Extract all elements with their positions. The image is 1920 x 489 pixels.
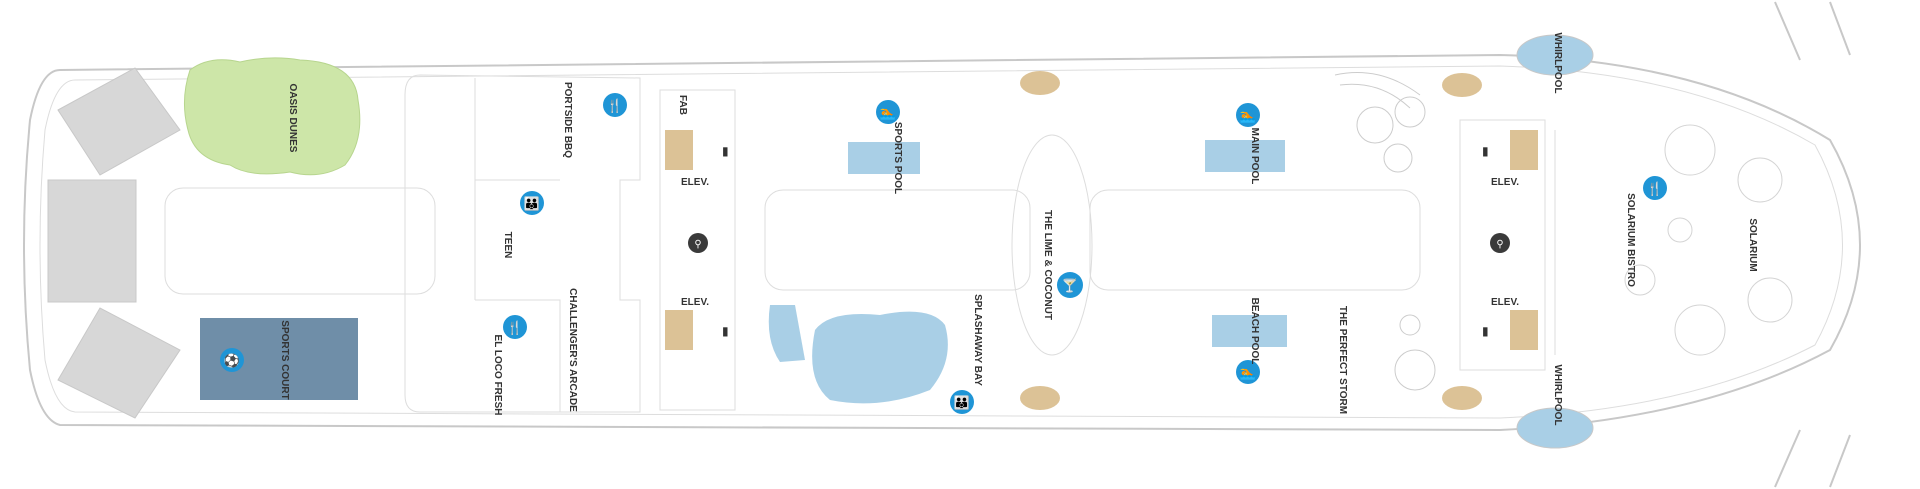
portside-bbq-dining-icon (603, 93, 627, 117)
sports-pool-label: SPORTS POOL (892, 122, 903, 194)
sports-icon (220, 348, 244, 372)
elev-label-fwd-top: ELEV. (1491, 177, 1519, 188)
stern-deck-block-bottom (57, 307, 181, 419)
splashaway-bay-pool (812, 311, 948, 404)
main-pool-label: MAIN POOL (1249, 128, 1260, 185)
aft-core (659, 89, 736, 411)
elev-label-aft-top: ELEV. (681, 177, 709, 188)
svg-text:🍸: 🍸 (1062, 277, 1078, 293)
lime-coconut-bar-icon (1057, 272, 1083, 298)
stern-deck-block-top (57, 67, 181, 176)
whirlpool-top (1516, 34, 1594, 76)
svg-text:⚲: ⚲ (694, 239, 701, 250)
splashaway-bay-family-icon (950, 390, 974, 414)
perfect-storm-slides (1334, 72, 1436, 391)
solarium-seating (1624, 124, 1793, 356)
svg-text:⚲: ⚲ (1496, 239, 1503, 250)
stern-walkway (164, 187, 436, 295)
hull-inner-line (39, 65, 1843, 419)
beach-pool (1212, 315, 1287, 347)
lounge-chair-pad-bottom-right (1442, 386, 1482, 410)
svg-text:🏊: 🏊 (1240, 365, 1256, 380)
svg-text:🍴: 🍴 (1647, 181, 1663, 197)
teen-arcade-building (404, 74, 641, 413)
forward-walkway (1089, 189, 1421, 291)
aft-elevator-pad-top (665, 130, 693, 170)
midship-walkway (764, 189, 1031, 291)
ship-hull (23, 53, 1861, 432)
sports-pool-swimmer-icon (876, 100, 900, 124)
teen-label: TEEN (502, 232, 513, 259)
whirlpool-bottom-label: WHIRLPOOL (1552, 364, 1563, 425)
perfect-storm-label: THE PERFECT STORM (1337, 306, 1348, 414)
sports-court-label: SPORTS COURT (279, 320, 290, 399)
beach-pool-label: BEACH POOL (1249, 298, 1260, 365)
el-loco-fresh-dining-icon (503, 315, 527, 339)
lime-coconut-label: THE LIME & COCONUT (1042, 210, 1053, 320)
whirlpool-bottom (1516, 407, 1594, 449)
forward-restroom-icon (1490, 233, 1510, 253)
svg-text:🍴: 🍴 (607, 98, 623, 114)
svg-text:🏊: 🏊 (880, 105, 896, 120)
forward-stairs-icon-bottom: ▮ (1482, 324, 1489, 338)
forward-stairs-icon-top: ▮ (1482, 144, 1489, 158)
aft-stairs-icon-bottom: ▮ (722, 324, 729, 338)
challengers-arcade-label: CHALLENGER'S ARCADE (567, 288, 578, 412)
oasis-dunes-label: OASIS DUNES (287, 84, 298, 153)
svg-text:🏊: 🏊 (1240, 108, 1256, 123)
svg-text:👪: 👪 (954, 395, 970, 410)
solarium-bistro-label: SOLARIUM BISTRO (1625, 193, 1636, 287)
lounge-chair-pad-bottom-left (1020, 386, 1060, 410)
lime-coconut-bar-area (1011, 134, 1093, 356)
el-loco-fresh-label: EL LOCO FRESH (492, 335, 503, 416)
oasis-dunes-area (184, 57, 361, 176)
aft-restroom-icon (688, 233, 708, 253)
whirlpool-top-label: WHIRLPOOL (1552, 32, 1563, 93)
main-pool-swimmer-icon (1236, 103, 1260, 127)
bow-railing-bottom (1774, 429, 1851, 488)
svg-text:👪: 👪 (524, 196, 540, 211)
aft-stairs-icon-top: ▮ (722, 144, 729, 158)
forward-elevator-pad-top (1510, 130, 1538, 170)
fab-label: FAB (677, 95, 688, 115)
svg-text:⚽: ⚽ (223, 353, 240, 368)
lounge-chair-pad-top-left (1020, 71, 1060, 95)
splashaway-bay-label: SPLASHAWAY BAY (972, 294, 983, 386)
forward-elevator-pad-bottom (1510, 310, 1538, 350)
lounge-chair-pad-top-right (1442, 73, 1482, 97)
elev-label-aft-bottom: ELEV. (681, 297, 709, 308)
main-pool (1205, 140, 1285, 172)
portside-bbq-label: PORTSIDE BBQ (562, 82, 573, 158)
elev-label-fwd-bottom: ELEV. (1491, 297, 1519, 308)
splashaway-bay-pool-small (768, 305, 805, 362)
solarium-label: SOLARIUM (1747, 218, 1758, 271)
bow-railing-top (1774, 1, 1851, 61)
svg-text:🍴: 🍴 (507, 320, 523, 336)
stern-deck-block-middle (47, 179, 137, 303)
solarium-bistro-dining-icon (1643, 176, 1667, 200)
beach-pool-swimmer-icon (1236, 360, 1260, 384)
sports-pool (848, 142, 920, 174)
teen-family-icon (520, 191, 544, 215)
forward-core (1459, 119, 1546, 371)
aft-elevator-pad-bottom (665, 310, 693, 350)
